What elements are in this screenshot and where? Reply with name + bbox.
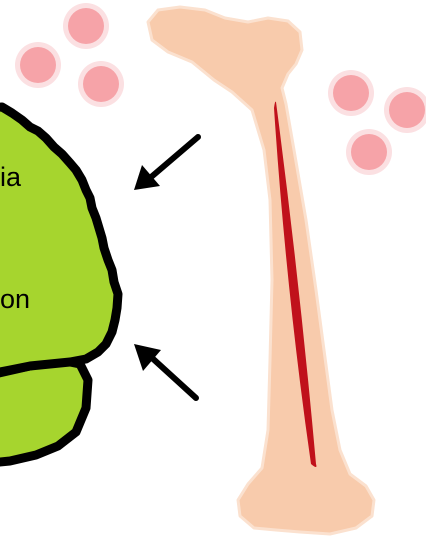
lower-arrow bbox=[134, 344, 196, 398]
organ-main-body bbox=[0, 107, 118, 374]
blood-cell-icon bbox=[63, 3, 109, 49]
blood-cell-icon bbox=[15, 42, 61, 88]
upper-arrow bbox=[134, 137, 198, 190]
organ-lower-lobe bbox=[0, 360, 88, 463]
organ-upper-label: ia bbox=[0, 162, 22, 192]
blood-cell-icon bbox=[78, 61, 124, 107]
blood-cell-icon bbox=[328, 70, 374, 116]
organ-lower-label: on bbox=[0, 284, 30, 314]
organ: ia on bbox=[0, 107, 118, 463]
blood-cell-icon bbox=[384, 87, 426, 133]
blood-cell-icon bbox=[346, 129, 392, 175]
